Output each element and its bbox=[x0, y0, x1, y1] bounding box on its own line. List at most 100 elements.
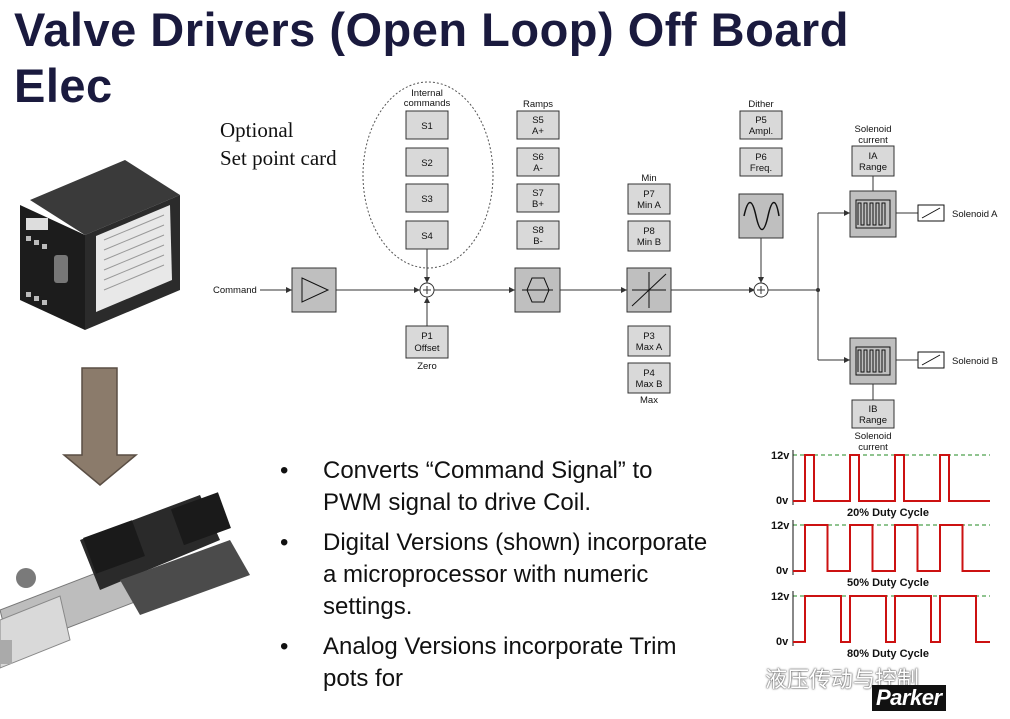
s3-box bbox=[405, 183, 449, 213]
page-title: Valve Drivers (Open Loop) Off Board Elec bbox=[14, 2, 849, 114]
p7-box bbox=[627, 183, 671, 215]
ramps-label: Ramps bbox=[523, 99, 553, 110]
zero-label: Zero bbox=[417, 361, 437, 372]
p6-label: P6 bbox=[755, 152, 767, 163]
p5-label: P5 bbox=[755, 115, 767, 126]
pwm-waveform bbox=[793, 454, 990, 502]
pwm-low-label: 0v bbox=[776, 565, 789, 577]
title-line-2: Elec bbox=[14, 59, 113, 112]
pwm-low-label: 0v bbox=[776, 636, 789, 648]
pwm-low-label: 0v bbox=[776, 495, 789, 507]
ia-box bbox=[851, 145, 895, 177]
bullet-item: • Converts “Command Signal” to PWM signa… bbox=[280, 455, 710, 519]
s4-box bbox=[405, 220, 449, 250]
s2-label: S2 bbox=[421, 158, 433, 169]
s6-label: S6 bbox=[532, 152, 544, 163]
s8-label: S8 bbox=[532, 225, 544, 236]
p5-box bbox=[739, 110, 783, 140]
min-label: Min bbox=[641, 173, 656, 184]
solenoid-a-symbol bbox=[917, 204, 945, 222]
solenoid-current-b-2: current bbox=[858, 442, 888, 453]
dither-label: Dither bbox=[748, 99, 773, 110]
p1-box bbox=[405, 325, 449, 359]
ib-box bbox=[851, 399, 895, 429]
title-line-1: Valve Drivers (Open Loop) Off Board bbox=[14, 3, 849, 56]
pwm-waveform bbox=[793, 595, 990, 643]
solenoid-current-a-1: Solenoid bbox=[855, 124, 892, 135]
ia-label: IA bbox=[869, 151, 879, 162]
s1-label: S1 bbox=[421, 121, 433, 132]
s7-box bbox=[516, 183, 560, 213]
pwm-block-a bbox=[849, 190, 897, 238]
p8-sub: Min B bbox=[637, 237, 661, 248]
internal-commands-outline bbox=[362, 81, 494, 269]
solenoid-a-label: Solenoid A bbox=[952, 209, 998, 220]
pwm-duty-caption: 80% Duty Cycle bbox=[847, 648, 929, 660]
p5-sub: Ampl. bbox=[749, 126, 773, 137]
s2-box bbox=[405, 147, 449, 177]
dither-block bbox=[738, 193, 784, 239]
pwm-high-label: 12v bbox=[771, 591, 790, 603]
pwm-duty-caption: 50% Duty Cycle bbox=[847, 577, 929, 589]
internal-label-2: commands bbox=[404, 98, 451, 109]
s5-sub: A+ bbox=[532, 126, 544, 137]
ib-label: IB bbox=[869, 404, 878, 415]
pwm-high-label: 12v bbox=[771, 520, 790, 532]
p3-label: P3 bbox=[643, 331, 655, 342]
s6-sub: A- bbox=[533, 163, 543, 174]
ib-sub: Range bbox=[859, 415, 887, 426]
p4-label: P4 bbox=[643, 368, 655, 379]
bullet-text-3: Analog Versions incorporate Trim pots fo… bbox=[323, 633, 677, 692]
p3-sub: Max A bbox=[636, 342, 663, 353]
solenoid-b-symbol bbox=[917, 351, 945, 369]
s8-box bbox=[516, 220, 560, 250]
p6-box bbox=[739, 147, 783, 177]
p1-label: P1 bbox=[421, 331, 433, 342]
bullet-text-2: Digital Versions (shown) incorporate a m… bbox=[323, 529, 708, 620]
s5-label: S5 bbox=[532, 115, 544, 126]
s5-box bbox=[516, 110, 560, 140]
bullet-list: • Converts “Command Signal” to PWM signa… bbox=[280, 455, 710, 703]
solenoid-current-b-1: Solenoid bbox=[855, 431, 892, 442]
command-label: Command bbox=[213, 285, 257, 296]
pwm-waveform bbox=[793, 524, 990, 572]
solenoid-current-a-2: current bbox=[858, 135, 888, 146]
p1-sub: Offset bbox=[414, 343, 440, 354]
pwm-block-b bbox=[849, 337, 897, 385]
parker-logo: Parker bbox=[872, 685, 946, 711]
bullet-dot: • bbox=[280, 457, 289, 484]
bullet-item: • Digital Versions (shown) incorporate a… bbox=[280, 527, 710, 623]
optional-line-1: Optional bbox=[220, 118, 294, 142]
down-arrow-shape bbox=[61, 367, 139, 486]
block-diagram bbox=[260, 81, 918, 400]
p4-sub: Max B bbox=[636, 379, 663, 390]
amplifier-block bbox=[291, 267, 337, 313]
p3-box bbox=[627, 325, 671, 357]
solenoid-b-label: Solenoid B bbox=[952, 356, 998, 367]
p8-label: P8 bbox=[643, 226, 655, 237]
internal-label-1: Internal bbox=[411, 88, 443, 99]
optional-setpoint-label: Optional Set point card bbox=[220, 116, 337, 172]
p7-label: P7 bbox=[643, 189, 655, 200]
ia-sub: Range bbox=[859, 162, 887, 173]
bullet-dot: • bbox=[280, 529, 289, 556]
bullet-dot: • bbox=[280, 633, 289, 660]
s3-label: S3 bbox=[421, 194, 433, 205]
s1-box bbox=[405, 110, 449, 140]
s7-label: S7 bbox=[532, 188, 544, 199]
pwm-charts: 12v 0v 20% Duty Cycle 12v 0v 50% Duty Cycle 12… bbox=[771, 450, 990, 660]
pwm-duty-caption: 20% Duty Cycle bbox=[847, 507, 929, 519]
bullet-item: • Analog Versions incorporate Trim pots … bbox=[280, 631, 710, 695]
p4-box bbox=[627, 362, 671, 394]
pwm-high-label: 12v bbox=[771, 450, 790, 462]
optional-line-2: Set point card bbox=[220, 146, 337, 170]
valve-image bbox=[0, 492, 250, 669]
p6-sub: Freq. bbox=[750, 163, 772, 174]
p7-sub: Min A bbox=[637, 200, 661, 211]
bullet-text-1: Converts “Command Signal” to PWM signal … bbox=[323, 457, 653, 516]
s6-box bbox=[516, 147, 560, 177]
driver-card-image bbox=[20, 160, 180, 330]
s7-sub: B+ bbox=[532, 199, 544, 210]
s4-label: S4 bbox=[421, 231, 433, 242]
